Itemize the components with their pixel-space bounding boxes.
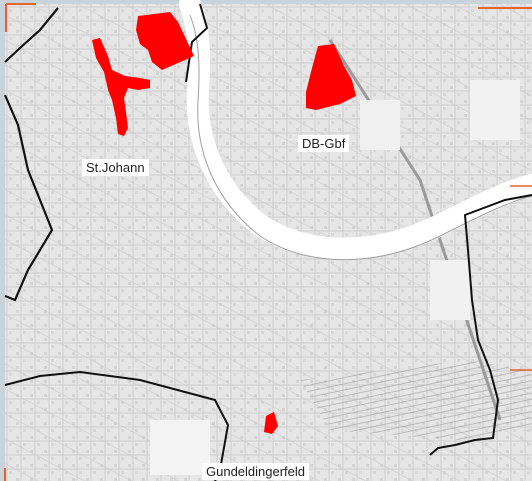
gundeldingerfeld-area[interactable] [264,412,278,434]
open-area [470,80,520,140]
open-area [360,100,400,150]
open-area [430,260,470,320]
district-boundary [4,370,230,481]
label-gundeldingerfeld: Gundeldingerfeld [202,463,310,480]
district-boundary [429,194,532,456]
district-boundary [185,3,209,83]
label-db-gbf: DB-Gbf [298,135,350,152]
district-boundary [3,94,54,302]
label-st-johann: St.Johann [82,159,149,176]
db-gbf-area[interactable] [306,44,356,110]
open-area [150,420,210,475]
district-boundary [4,7,59,63]
st-johann-block[interactable] [136,12,194,70]
railway-tracks [300,360,532,440]
st-johann-area[interactable] [92,38,150,136]
